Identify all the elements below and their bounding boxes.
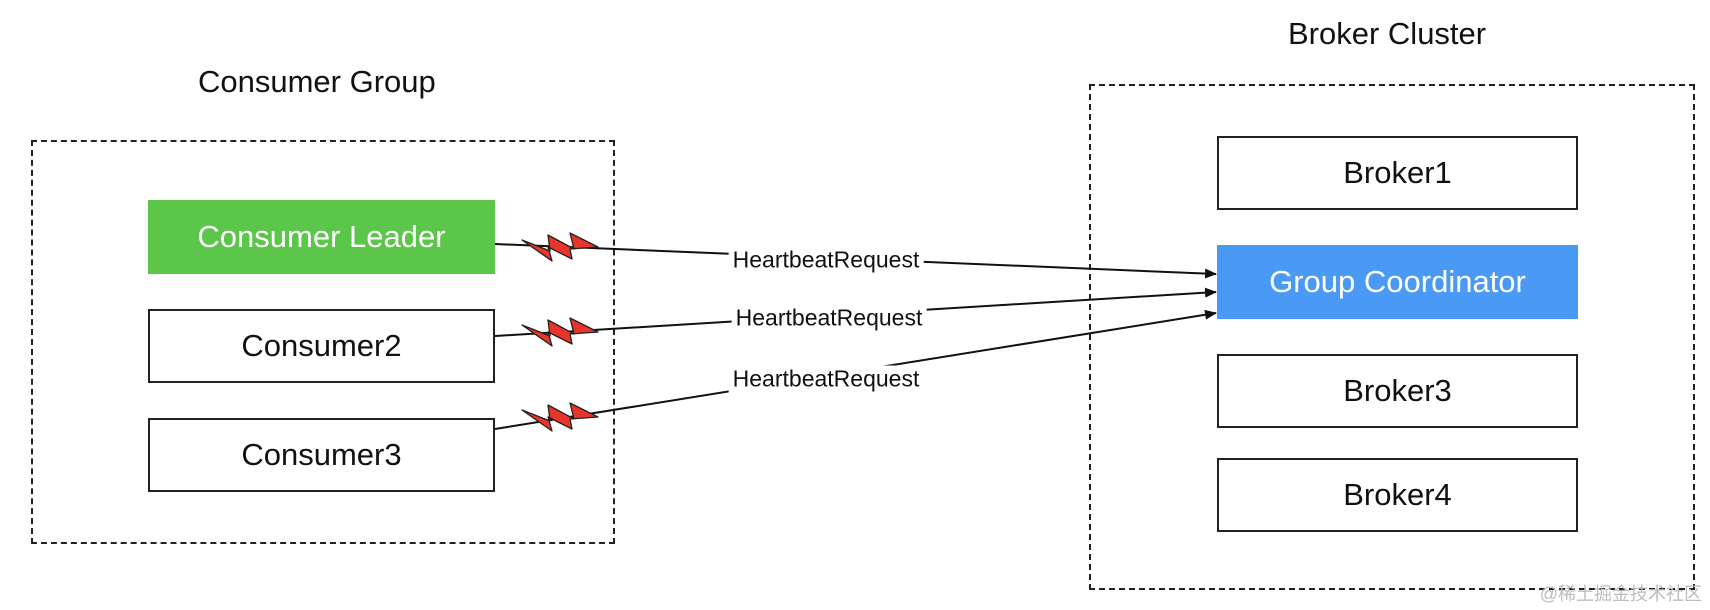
- group-coordinator-label: Group Coordinator: [1269, 264, 1526, 299]
- consumer-leader-node[interactable]: Consumer Leader: [148, 200, 495, 274]
- broker-cluster-container: [1089, 84, 1695, 590]
- consumer-leader-label: Consumer Leader: [197, 219, 446, 254]
- group-coordinator-node[interactable]: Group Coordinator: [1217, 245, 1578, 319]
- broker3-node[interactable]: Broker3: [1217, 354, 1578, 428]
- consumer3-label: Consumer3: [241, 437, 402, 472]
- edge-label-consumer2: HeartbeatRequest: [731, 304, 927, 332]
- edge-label-leader: HeartbeatRequest: [728, 246, 924, 274]
- consumer2-label: Consumer2: [241, 328, 402, 363]
- broker-cluster-title: Broker Cluster: [1288, 16, 1487, 51]
- broker1-label: Broker1: [1343, 155, 1452, 190]
- lightning-bolt-icon: [521, 317, 599, 347]
- broker3-label: Broker3: [1343, 373, 1452, 408]
- broker4-label: Broker4: [1343, 477, 1452, 512]
- consumer2-node[interactable]: Consumer2: [148, 309, 495, 383]
- watermark: @稀土掘金技术社区: [1539, 584, 1702, 604]
- consumer-group-title: Consumer Group: [198, 64, 436, 99]
- consumer-group-container: [31, 140, 615, 544]
- broker1-node[interactable]: Broker1: [1217, 136, 1578, 210]
- lightning-bolt-icon: [521, 402, 599, 432]
- consumer3-node[interactable]: Consumer3: [148, 418, 495, 492]
- lightning-bolt-icon: [521, 232, 599, 262]
- broker4-node[interactable]: Broker4: [1217, 458, 1578, 532]
- edge-label-consumer3: HeartbeatRequest: [728, 365, 924, 393]
